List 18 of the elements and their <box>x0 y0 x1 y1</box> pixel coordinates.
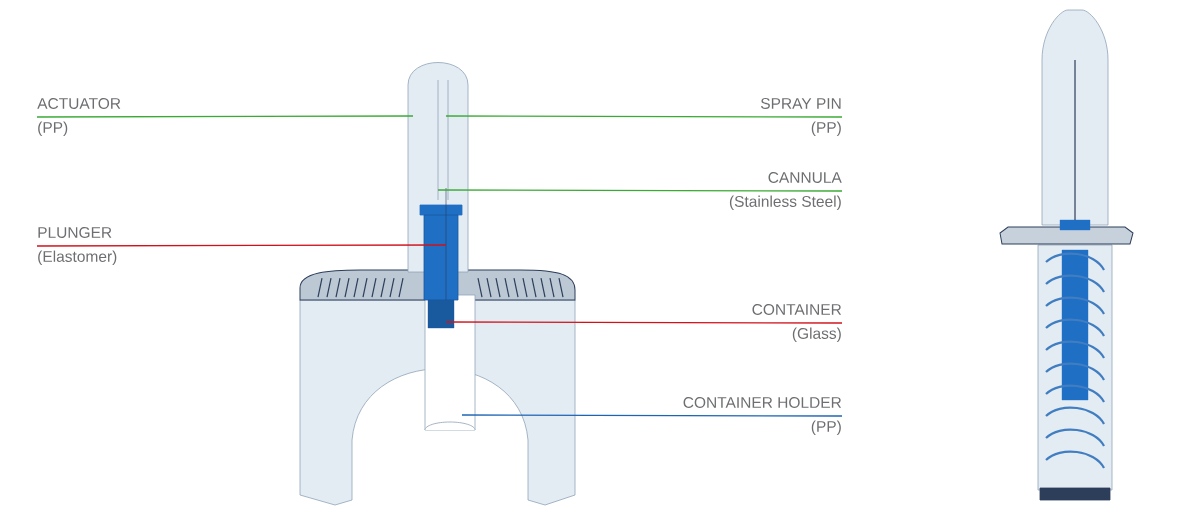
part-label: (PP) <box>38 121 68 136</box>
part-label: CANNULA <box>768 172 842 183</box>
part-label: (PP) <box>811 121 841 136</box>
part-label: (Elastomer) <box>38 250 117 266</box>
part-label: (Stainless Steel) <box>729 195 841 211</box>
leader-line <box>36 115 414 118</box>
leader-line <box>36 244 447 247</box>
part-label: CONTAINER HOLDER <box>683 397 842 408</box>
leader-line <box>461 414 843 417</box>
leader-line <box>445 115 843 118</box>
part-label: ACTUATOR <box>37 98 121 109</box>
part-label: PLUNGER <box>38 227 112 238</box>
part-label: (Glass) <box>792 327 841 343</box>
leader-line <box>445 321 843 324</box>
part-label: SPRAY PIN <box>760 98 841 109</box>
part-label: CONTAINER <box>752 304 842 315</box>
leader-line <box>437 189 843 192</box>
part-label: (PP) <box>811 420 841 436</box>
